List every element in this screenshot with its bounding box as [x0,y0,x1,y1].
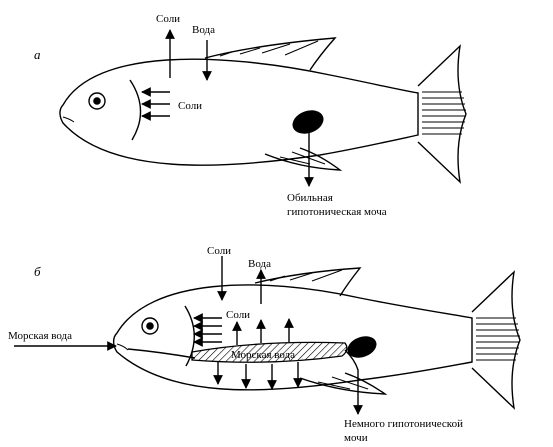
label-sea-water-in-b: Морская вода [8,330,72,342]
label-gut-content-b: Морская вода [231,349,295,361]
ventral-fin-a [264,147,343,171]
fish-b [112,267,521,409]
ventral-fin-b [299,372,388,395]
label-salts-gills-a: Соли [178,100,202,112]
esophagus-b [127,348,196,359]
panel-a-marker: а [34,47,41,62]
panel-b-marker: б [34,264,41,279]
mouth-a [62,116,75,123]
gill-arc-a [129,79,142,141]
gut-arrows-down-b [213,362,303,390]
label-salts-gills-b: Соли [226,309,250,321]
label-urine-a-1: Обильная [287,192,333,204]
tail-b [471,271,521,409]
body-a [59,58,419,166]
dorsal-fin-b [254,267,362,297]
pupil-a [93,97,101,105]
label-urine-a-2: гипотоническая моча [287,206,387,218]
panel-a: а [34,13,467,218]
kidney-a [292,110,324,134]
gut-arrows-up-b [232,318,294,345]
kidney-b [347,336,377,358]
label-salts-out-a: Соли [156,13,180,25]
label-salts-in-b: Соли [207,245,231,257]
mouth-b [116,343,129,351]
label-water-in-a: Вода [192,24,215,36]
fish-a [59,37,467,183]
label-urine-b-1: Немного гипотонической [344,418,463,430]
label-urine-b-2: мочи [344,432,368,444]
body-b [112,284,473,391]
tail-a [417,45,467,183]
panel-b: б [8,245,521,444]
urine-arrow-b [344,349,363,415]
gill-arrows-b [193,313,222,347]
pupil-b [146,322,154,330]
label-water-out-b: Вода [248,258,271,270]
